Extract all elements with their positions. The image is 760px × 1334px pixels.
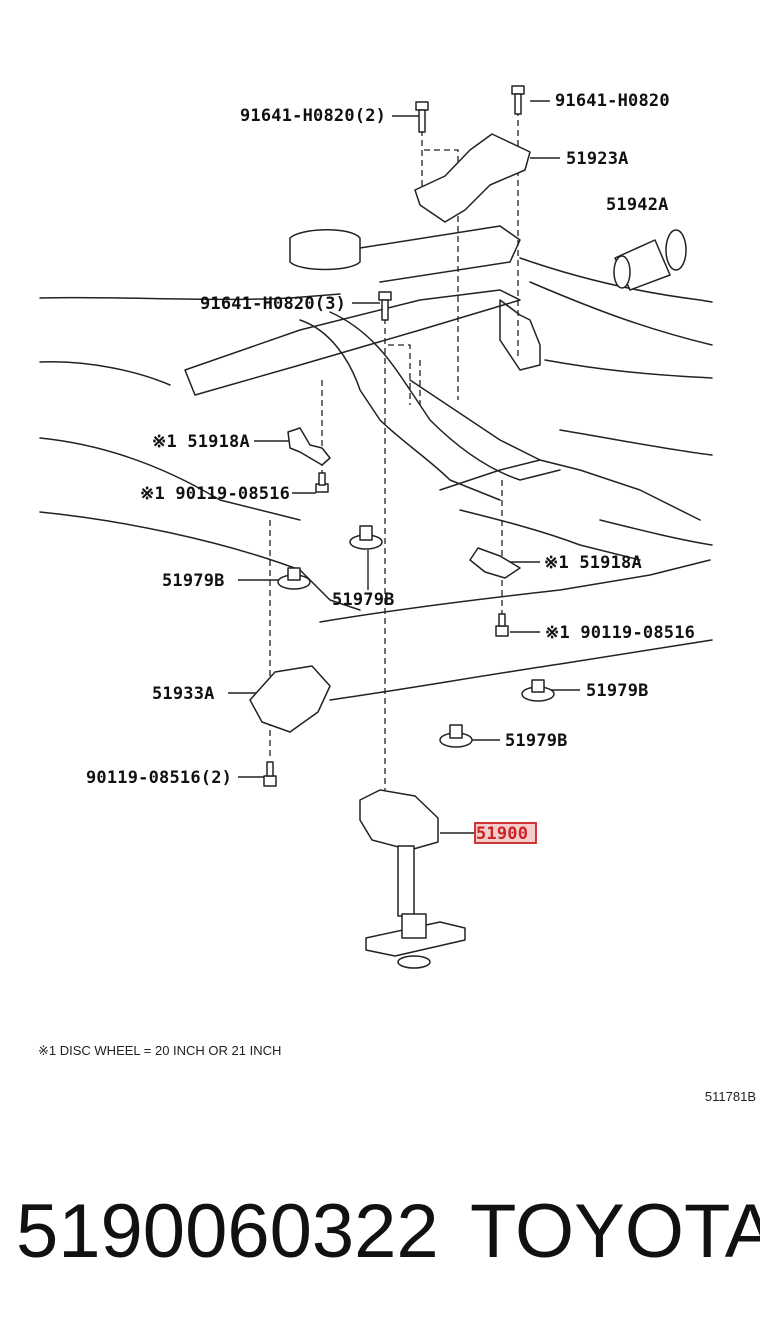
footer-caption: 5190060322 TOYOTA [0, 1180, 760, 1290]
label-51979b-2: 51979B [332, 590, 395, 610]
label-51979b-3: 51979B [586, 681, 649, 701]
bolt-91641-h0820-icon [511, 85, 525, 115]
cushion-51979b-1-icon [277, 567, 311, 590]
bolt-91641-h0820-3-icon [378, 291, 392, 321]
label-51900[interactable]: 51900 [476, 824, 528, 844]
brand-name: TOYOTA [470, 1189, 760, 1274]
bracket-51923a-icon [414, 133, 531, 223]
label-51979b-4: 51979B [505, 731, 568, 751]
illustration-code: 511781B [704, 1089, 756, 1104]
footnote-disc-wheel: ※1 DISC WHEEL = 20 INCH OR 21 INCH [38, 1043, 282, 1058]
label-90119-08516-right: ※1 90119-08516 [545, 623, 695, 643]
bolt-90119-08516-right-icon [495, 613, 509, 637]
callout-labels: 91641-H0820(2) 91641-H0820 51923A 51942A… [86, 91, 695, 844]
label-51918a-left: ※1 51918A [152, 432, 250, 452]
cushion-51979b-3-icon [521, 679, 555, 702]
bolt-90119-08516-2-icon [263, 761, 277, 787]
label-51918a-right: ※1 51918A [544, 553, 642, 573]
label-91641-h0820-3: 91641-H0820(3) [200, 294, 346, 314]
label-51923a: 51923A [566, 149, 629, 169]
part-number: 5190060322 [16, 1189, 439, 1274]
label-91641-h0820-2: 91641-H0820(2) [240, 106, 386, 126]
label-51942a: 51942A [606, 195, 669, 215]
bracket-51918a-left-icon [287, 427, 331, 466]
label-90119-08516-left: ※1 90119-08516 [140, 484, 290, 504]
vehicle-frame-outline [39, 225, 713, 701]
label-91641-h0820: 91641-H0820 [555, 91, 670, 111]
cushion-51979b-4-icon [439, 724, 473, 748]
sleeve-51942a-icon [613, 229, 687, 291]
highlight-box-51900 [474, 822, 537, 844]
cushion-51979b-2-icon [349, 525, 383, 550]
label-90119-08516-2: 90119-08516(2) [86, 768, 232, 788]
label-51933a: 51933A [152, 684, 215, 704]
bracket-51933a-icon [249, 665, 331, 733]
bracket-51918a-right-icon [469, 547, 521, 579]
label-51979b-1: 51979B [162, 571, 225, 591]
spare-tire-carrier-51900-icon [359, 789, 466, 969]
bolt-91641-h0820-2-icon [415, 101, 429, 133]
bolt-90119-08516-left-icon [315, 472, 329, 493]
